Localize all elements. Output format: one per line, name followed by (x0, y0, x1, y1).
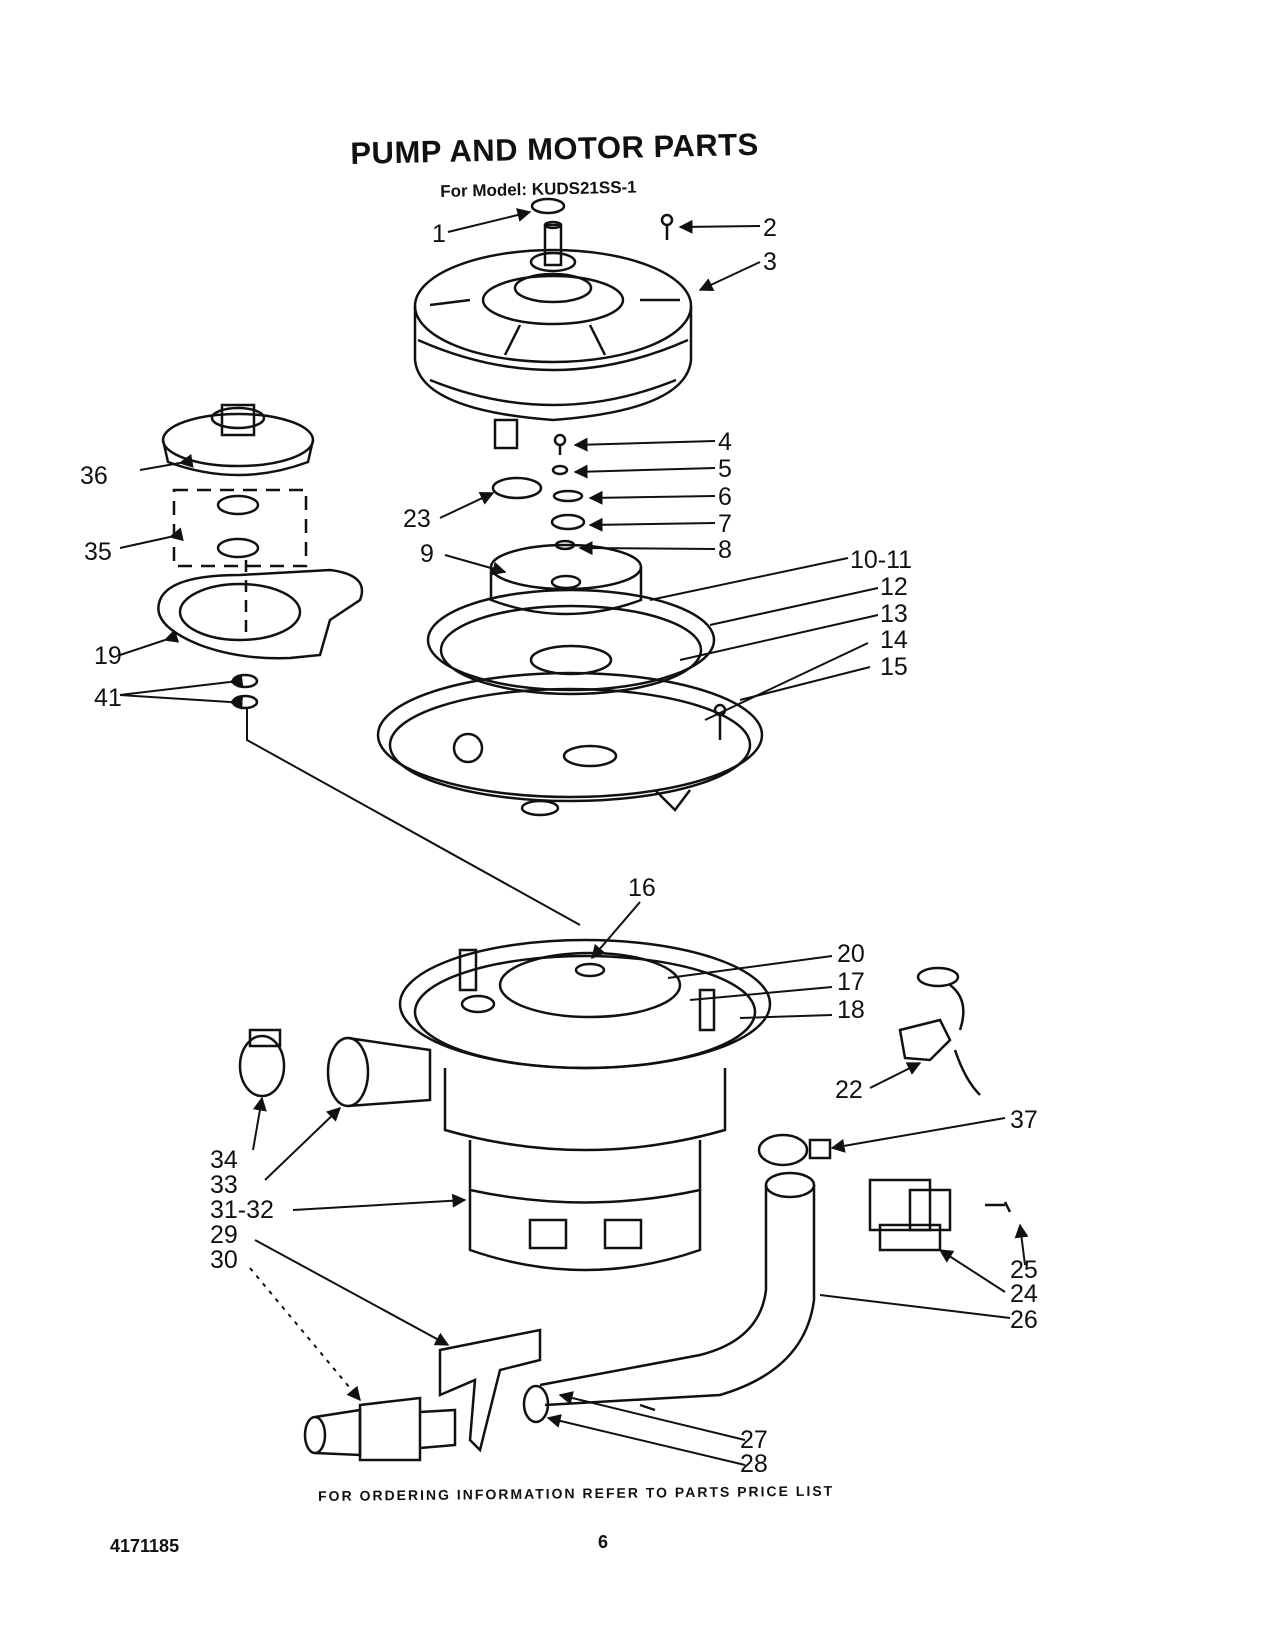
callout-35: 35 (84, 538, 112, 566)
part-34-clamp (238, 1028, 286, 1098)
part-9-impeller (489, 543, 643, 616)
callout-41: 41 (94, 684, 122, 712)
part-30-fitting (303, 1396, 457, 1462)
callout-7: 7 (718, 510, 732, 538)
part-33-hose (326, 1036, 432, 1108)
part-28-clamp (522, 1384, 550, 1424)
part-36-cover (161, 403, 315, 477)
part-4-screw (553, 433, 567, 455)
part-29-bracket (438, 1328, 542, 1453)
callout-25: 25 (1010, 1256, 1038, 1284)
page-number: 6 (598, 1532, 609, 1552)
callout-19: 19 (94, 642, 122, 670)
callout-33: 33 (210, 1171, 238, 1199)
callout-27: 27 (740, 1426, 768, 1454)
motor-assembly (413, 220, 693, 450)
callout-30: 30 (210, 1246, 238, 1274)
callout-14: 14 (880, 626, 908, 654)
part-26-drain-hose (539, 1171, 816, 1407)
callout-31-32: 31-32 (210, 1196, 274, 1224)
part-41-washer (231, 673, 259, 689)
callout-36: 36 (80, 462, 108, 490)
part-27-screw (639, 1403, 656, 1412)
part-5-nut (551, 464, 569, 476)
part-2-screw (660, 213, 674, 240)
callout-6: 6 (718, 483, 732, 511)
part-24-valve (868, 1178, 952, 1252)
part-1-bearing (530, 197, 566, 215)
callout-2: 2 (763, 214, 777, 242)
callout-13: 13 (880, 600, 908, 628)
callout-1: 1 (432, 220, 446, 248)
callout-3: 3 (763, 248, 777, 276)
pump-housing (398, 938, 772, 1272)
callout-4: 4 (718, 428, 732, 456)
document-part-number: 4171185 (110, 1536, 180, 1556)
callout-10-11: 10-11 (850, 546, 912, 574)
callout-28: 28 (740, 1450, 768, 1478)
callout-37: 37 (1010, 1106, 1038, 1134)
callout-23: 23 (403, 505, 431, 533)
callout-26: 26 (1010, 1306, 1038, 1334)
part-19-gasket (157, 568, 364, 660)
part-7-seal (550, 513, 586, 531)
part-6-washer (552, 489, 584, 503)
callout-18: 18 (837, 996, 865, 1024)
callout-8: 8 (718, 536, 732, 564)
part-23-seal (491, 476, 543, 500)
callout-34: 34 (210, 1146, 238, 1174)
callout-12: 12 (880, 573, 908, 601)
callout-9: 9 (420, 540, 434, 568)
callout-17: 17 (837, 968, 865, 996)
part-25-screw (985, 1201, 1012, 1213)
part-35-seal-kit (172, 488, 308, 568)
callout-5: 5 (718, 455, 732, 483)
callout-22: 22 (835, 1076, 863, 1104)
callout-15: 15 (880, 653, 908, 681)
part-22-switch (898, 966, 981, 1096)
callout-29: 29 (210, 1221, 238, 1249)
callout-24: 24 (1010, 1280, 1038, 1308)
part-37-clamp (757, 1133, 832, 1167)
callout-16: 16 (628, 874, 656, 902)
callout-20: 20 (837, 940, 865, 968)
part-14-housing-cover (376, 671, 764, 817)
